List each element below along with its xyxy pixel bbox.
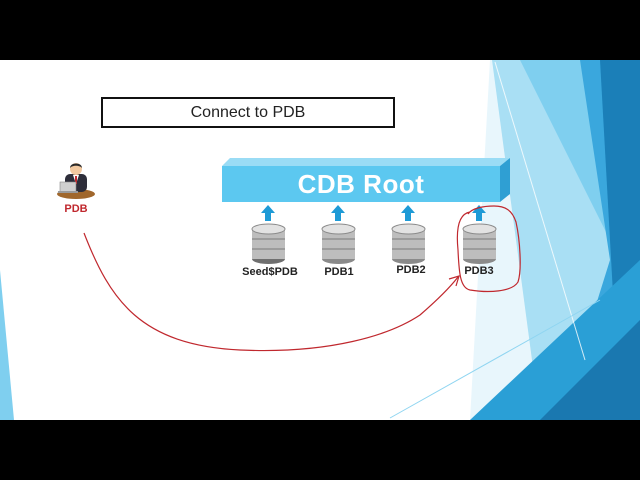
cdb-root-label: CDB Root: [297, 168, 425, 199]
letterbox-bottom: [0, 420, 640, 480]
database-label-seed: Seed$PDB: [242, 266, 298, 278]
letterbox-top: [0, 0, 640, 60]
database-icon: [462, 223, 497, 264]
arrow-seed: [261, 205, 275, 221]
arrow-pdb2: [401, 205, 415, 221]
user-label: PDB: [64, 203, 88, 215]
pdb3-highlight-circle: [456, 205, 521, 293]
connection-arrowhead: [448, 275, 460, 287]
database-icon: [391, 223, 426, 264]
decorative-facets: [0, 60, 640, 420]
user-laptop-icon: [57, 163, 95, 199]
slide-title-box: Connect to PDB: [101, 97, 395, 128]
database-icons: [251, 223, 497, 264]
connection-arrow: [83, 232, 459, 352]
database-icon: [321, 223, 356, 264]
database-label-pdb2: PDB2: [396, 264, 426, 276]
arrow-pdb1: [331, 205, 345, 221]
database-icon: [251, 223, 286, 264]
database-label-pdb1: PDB1: [324, 266, 354, 278]
cdb-root-box: [222, 158, 510, 202]
database-label-pdb3: PDB3: [464, 265, 494, 277]
